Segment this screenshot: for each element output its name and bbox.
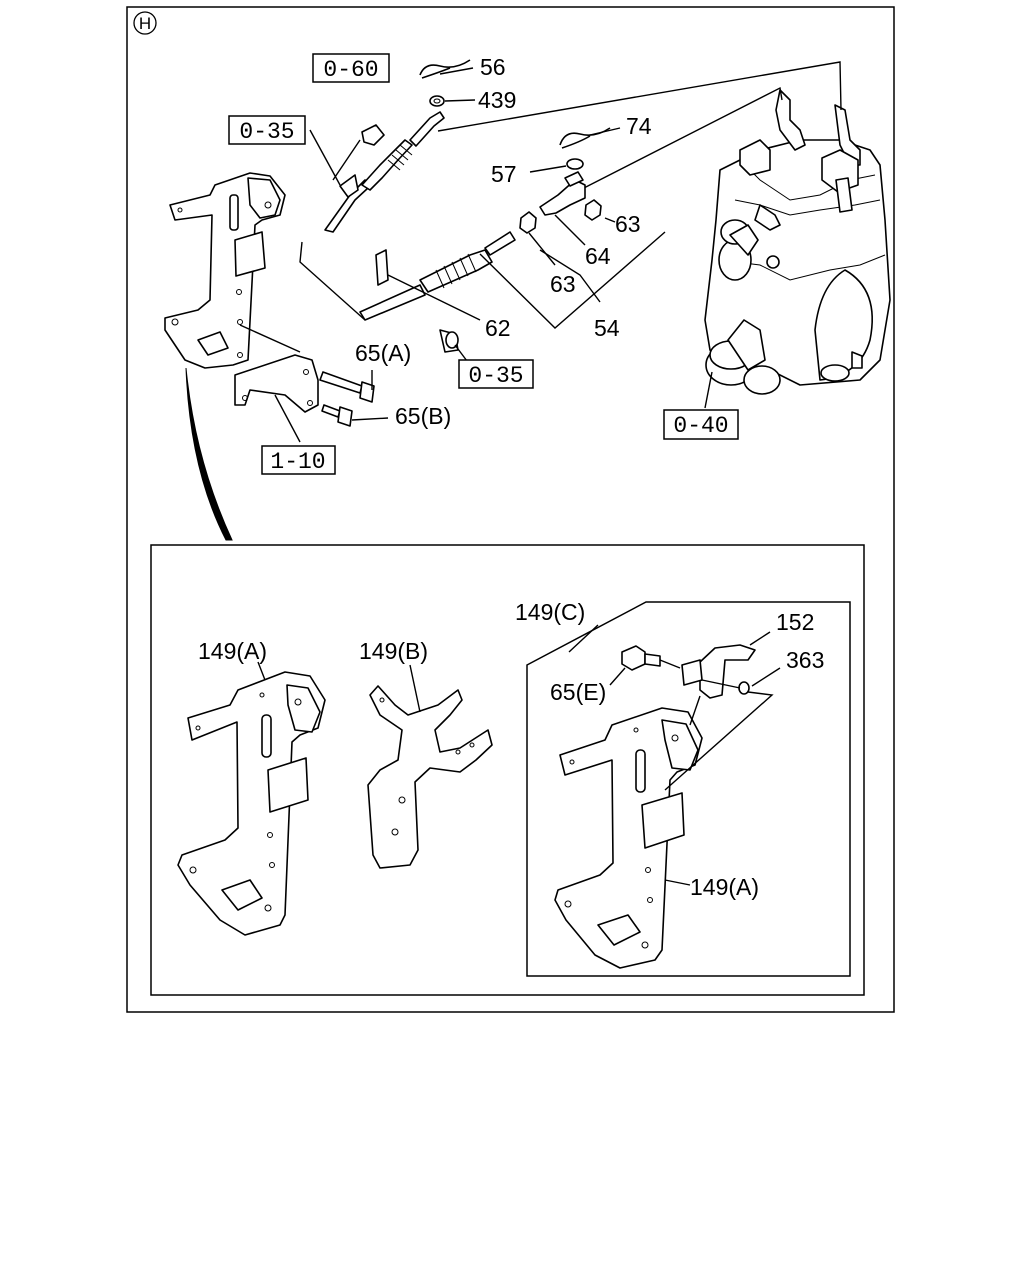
- clip-74: [559, 127, 611, 149]
- callout-63-left: 63: [550, 271, 576, 297]
- bolt-65e: [621, 645, 661, 671]
- callout-363: 363: [786, 647, 824, 673]
- clip-56: [419, 59, 471, 79]
- stud-62: [375, 249, 389, 286]
- callout-65a: 65(A): [355, 340, 411, 366]
- callout-152: 152: [776, 609, 814, 635]
- outer-frame: [126, 6, 895, 1013]
- fuel-pump-assembly: [704, 89, 891, 395]
- washer-57: [566, 158, 584, 170]
- callout-64: 64: [585, 243, 611, 269]
- bracket-149b: [367, 685, 493, 869]
- callout-63-right: 63: [615, 211, 641, 237]
- callout-62: 62: [485, 315, 511, 341]
- ref-box-035-mid-label: 0-35: [468, 363, 523, 389]
- callout-149a: 149(A): [198, 638, 267, 664]
- ref-box-035-top: 0-35: [228, 115, 306, 145]
- ref-box-110-label: 1-10: [270, 449, 325, 475]
- nut-63-left: [519, 211, 537, 234]
- nut-63-right: [584, 199, 602, 221]
- callout-54: 54: [594, 315, 620, 341]
- callout-149b: 149(B): [359, 638, 428, 664]
- ref-box-035-top-label: 0-35: [239, 119, 294, 145]
- ref-box-060: 0-60: [312, 53, 390, 83]
- washer-363: [738, 681, 750, 695]
- bracket-main: [164, 172, 319, 413]
- throttle-cable-upper: [324, 111, 445, 233]
- throttle-cable-lower: [359, 231, 516, 321]
- bolt-035-mid: [439, 329, 459, 353]
- washer-439: [429, 95, 445, 107]
- ref-box-040: 0-40: [663, 409, 739, 440]
- ref-box-035-mid: 0-35: [458, 359, 534, 389]
- bracket-64: [539, 171, 586, 216]
- callout-57: 57: [491, 161, 517, 187]
- callout-149c: 149(C): [515, 599, 585, 625]
- callout-65e: 65(E): [550, 679, 606, 705]
- detail-frame: [150, 544, 865, 996]
- ref-box-040-label: 0-40: [673, 413, 728, 439]
- callout-74: 74: [626, 113, 652, 139]
- section-marker: H: [133, 11, 157, 35]
- ref-box-110: 1-10: [261, 445, 336, 475]
- callout-149a-detail: 149(A): [690, 874, 759, 900]
- bracket-149a: [177, 671, 326, 936]
- bolt-65a: [319, 371, 375, 403]
- callout-56: 56: [480, 54, 506, 80]
- bracket-149a-in-149c: [554, 707, 703, 969]
- callout-439: 439: [478, 87, 516, 113]
- detail-149c-frame: [526, 601, 851, 977]
- detail-arrow: [185, 367, 233, 541]
- ref-box-060-label: 0-60: [323, 57, 378, 83]
- section-marker-label: H: [139, 14, 151, 33]
- callout-65b: 65(B): [395, 403, 451, 429]
- bolt-65b: [321, 404, 353, 427]
